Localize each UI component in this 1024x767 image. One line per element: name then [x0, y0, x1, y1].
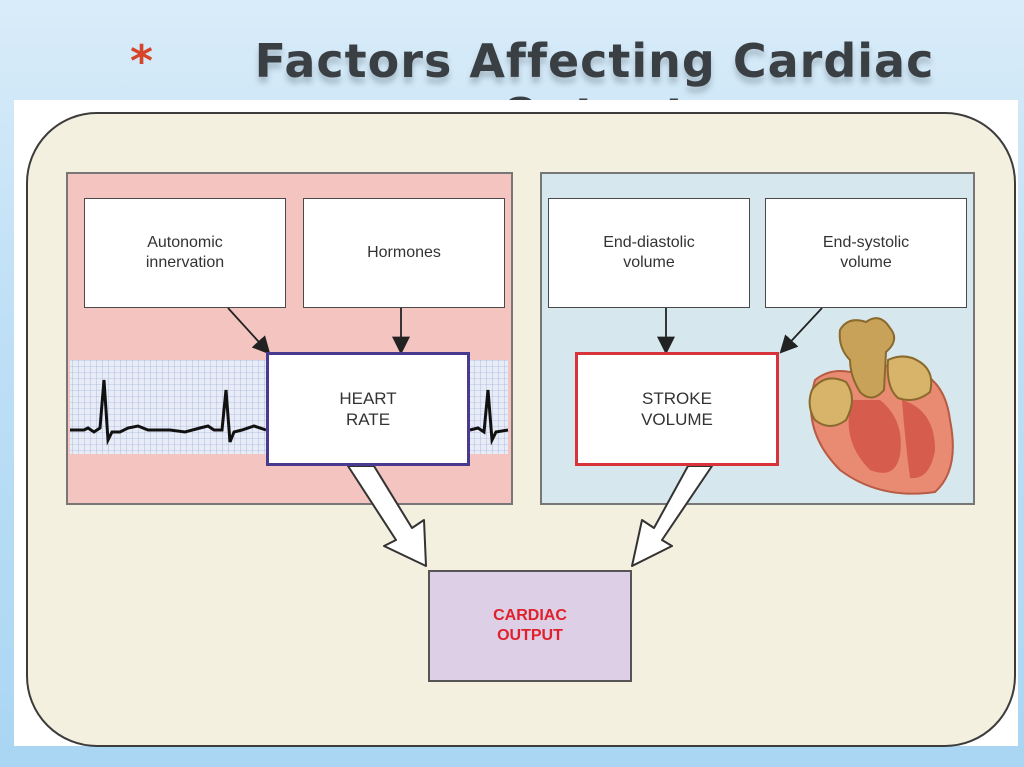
title-bullet: * — [130, 36, 154, 87]
ecg-trace — [70, 379, 267, 446]
autonomic-innervation-box: Autonomic innervation — [84, 198, 286, 308]
autonomic-arrow — [227, 307, 271, 355]
cardiac-output-box: CARDIAC OUTPUT — [428, 570, 632, 682]
heart-rate-box: HEART RATE — [266, 352, 470, 466]
end-systolic-arrow — [779, 307, 823, 354]
stroke-volume-box: STROKE VOLUME — [575, 352, 779, 466]
end-diastolic-volume-box: End-diastolic volume — [548, 198, 750, 308]
stroke-volume-to-output-arrow — [631, 465, 713, 567]
end-systolic-volume-box: End-systolic volume — [765, 198, 967, 308]
heart-icon — [808, 317, 954, 495]
ecg-trace-right — [469, 389, 509, 446]
heart-rate-to-output-arrow — [347, 465, 427, 567]
hormones-box: Hormones — [303, 198, 505, 308]
